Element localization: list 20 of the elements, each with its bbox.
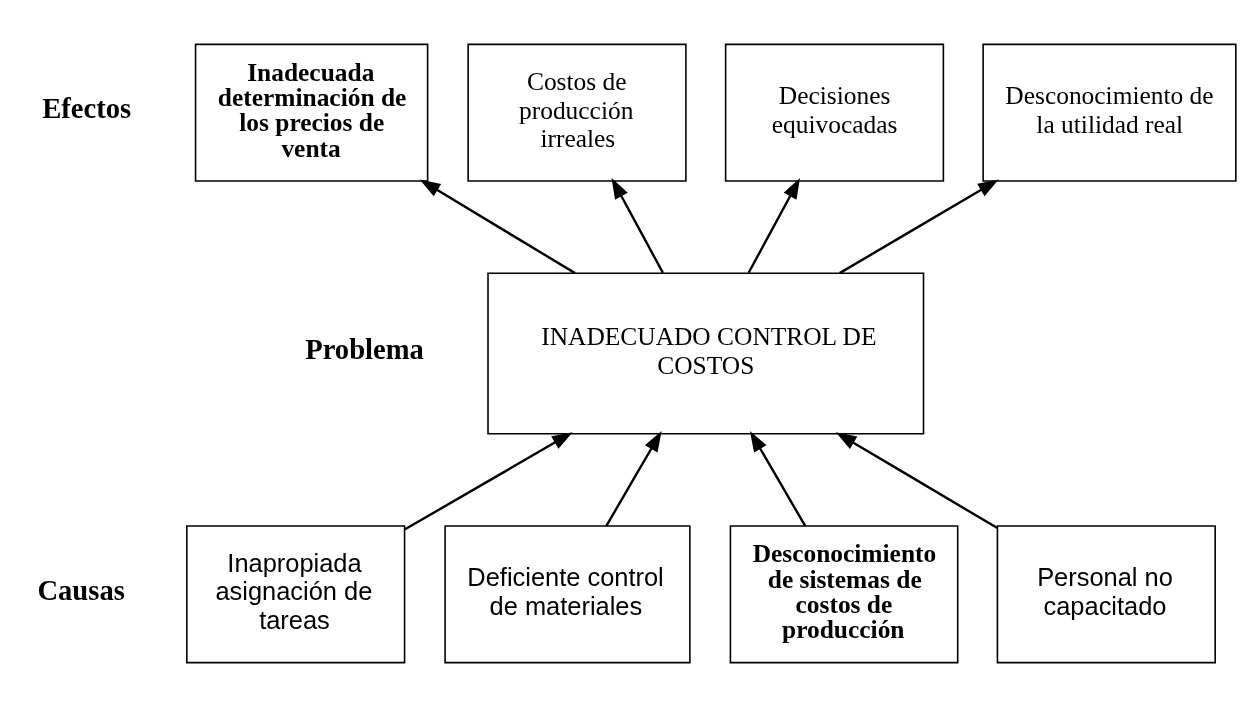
- node-box: Deficiente control de materiales: [444, 524, 691, 663]
- arrow: [747, 177, 800, 273]
- node-box: Costos de producción irreales: [467, 43, 687, 182]
- node-box: Desconocimiento de sistemas de costos de producción: [729, 524, 959, 663]
- node-box: Desconocimiento de la utilidad real: [982, 43, 1237, 182]
- arrow: [749, 430, 807, 526]
- node-box: Inadecuada determinación de los precios de venta: [194, 43, 429, 182]
- label: Causas: [37, 574, 125, 606]
- label: Efectos: [42, 92, 132, 124]
- node-box: Personal no capacitado: [996, 524, 1216, 663]
- arrow: [605, 430, 662, 526]
- arrow: [835, 431, 998, 529]
- label: Problema: [305, 333, 424, 365]
- node-box: Decisiones equivocadas: [724, 43, 945, 182]
- arrow: [611, 177, 664, 273]
- arrow: [404, 431, 573, 530]
- arrow: [419, 179, 576, 274]
- node-box: INADECUADO CONTROL DE COSTOS: [487, 271, 925, 435]
- arrow: [839, 179, 999, 274]
- node-box: Inapropiada asignación de tareas: [186, 524, 406, 663]
